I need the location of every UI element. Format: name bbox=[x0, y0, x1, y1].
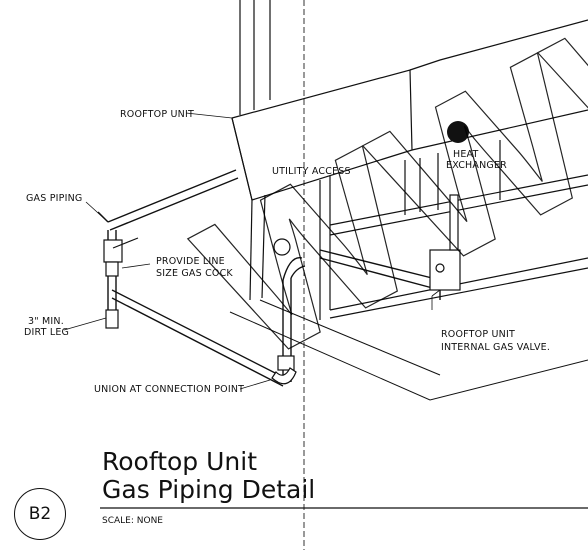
label-internal-valve-2: INTERNAL GAS VALVE. bbox=[441, 342, 551, 353]
label-heat: HEAT bbox=[453, 149, 479, 160]
label-dirt-leg-min: 3" MIN. bbox=[28, 316, 64, 327]
dirt-leg bbox=[105, 309, 119, 329]
access-port bbox=[273, 238, 291, 256]
curb bbox=[229, 299, 588, 401]
gas-cock bbox=[103, 237, 139, 277]
internal-gas-valve bbox=[429, 194, 461, 291]
scale-note: SCALE: NONE bbox=[102, 516, 163, 526]
union-fitting bbox=[271, 355, 297, 385]
detail-id: B2 bbox=[28, 504, 52, 524]
label-internal-valve-1: ROOFTOP UNIT bbox=[441, 329, 515, 340]
label-dirt-leg: DIRT LEG bbox=[24, 327, 70, 338]
label-union: UNION AT CONNECTION POINT bbox=[94, 384, 245, 395]
label-size-gas-cock: SIZE GAS COCK bbox=[156, 268, 233, 279]
rooftop-unit bbox=[231, 0, 588, 320]
label-utility-access: UTILITY ACCESS bbox=[272, 166, 351, 177]
label-provide-line: PROVIDE LINE bbox=[156, 256, 225, 267]
label-exchanger: EXCHANGER bbox=[446, 160, 507, 171]
detail-title-line2: Gas Piping Detail bbox=[102, 475, 316, 504]
label-gas-piping: GAS PIPING bbox=[26, 193, 83, 204]
label-rooftop-unit: ROOFTOP UNIT bbox=[120, 109, 194, 120]
detail-title-line1: Rooftop Unit bbox=[102, 447, 258, 476]
leader-lines bbox=[63, 112, 441, 390]
detail-id-badge: B2 bbox=[14, 488, 66, 540]
heat-exchanger-dot bbox=[447, 121, 469, 143]
